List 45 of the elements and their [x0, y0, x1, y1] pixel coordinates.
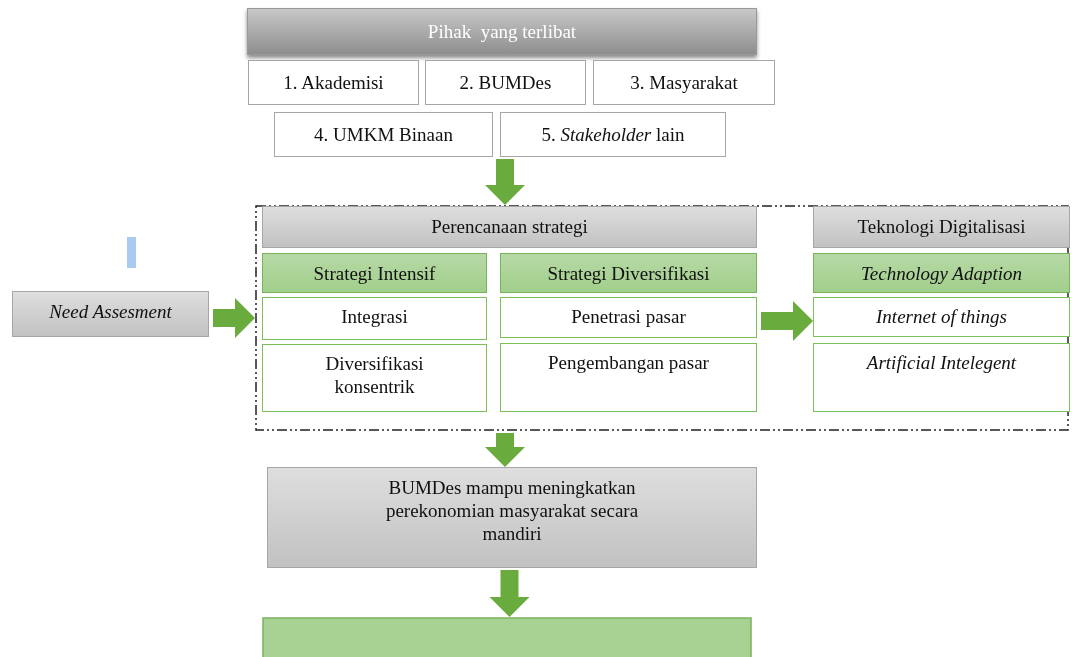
process-box	[813, 206, 1070, 248]
block-arrow	[485, 159, 525, 205]
category-box	[813, 253, 1070, 293]
box-label: Teknologi Digitalisasi	[856, 216, 1027, 239]
process-box	[12, 291, 209, 337]
header-bar	[247, 8, 757, 55]
category-box	[500, 253, 757, 293]
box-label: Pihak yang terlibat	[426, 21, 578, 44]
item-box	[500, 343, 757, 412]
item-box	[425, 60, 586, 105]
box-label: Perencanaan strategi	[430, 216, 589, 239]
empty-box	[262, 617, 752, 657]
box-label: Strategi Intensif	[312, 263, 437, 286]
box-label: Technology Adaption	[860, 263, 1023, 286]
box-label: 1. Akademisi	[282, 72, 385, 95]
box-label: Internet of things	[875, 306, 1008, 329]
box-label: Artificial Intelegent	[865, 352, 1018, 375]
box-label: BUMDes mampu meningkatkan perekonomian masyarakat secara mandiri	[384, 477, 640, 546]
item-box	[813, 343, 1070, 412]
block-arrow	[213, 298, 255, 338]
process-box	[262, 206, 757, 248]
block-arrow	[485, 433, 525, 467]
item-box	[500, 112, 726, 157]
box-label: 2. BUMDes	[458, 72, 553, 95]
group-frame	[255, 205, 1069, 431]
box-label: 5. Stakeholder lain	[540, 124, 686, 147]
box-label: Integrasi	[340, 306, 409, 329]
box-label: Need Assesment	[48, 301, 173, 324]
box-label: 3. Masyarakat	[629, 72, 739, 95]
category-box	[262, 253, 487, 293]
box-label: Strategi Diversifikasi	[546, 263, 711, 286]
process-box	[267, 467, 757, 568]
block-arrow	[761, 301, 813, 341]
box-label: Pengembangan pasar	[547, 352, 710, 375]
item-box	[274, 112, 493, 157]
box-label: Penetrasi pasar	[570, 306, 687, 329]
item-box	[262, 297, 487, 340]
item-box	[813, 297, 1070, 337]
item-box	[500, 297, 757, 338]
item-box	[248, 60, 419, 105]
box-label: Diversifikasi konsentrik	[324, 353, 425, 399]
item-box	[262, 344, 487, 412]
item-box	[593, 60, 775, 105]
block-arrow	[489, 570, 530, 617]
box-label: 4. UMKM Binaan	[313, 124, 454, 147]
